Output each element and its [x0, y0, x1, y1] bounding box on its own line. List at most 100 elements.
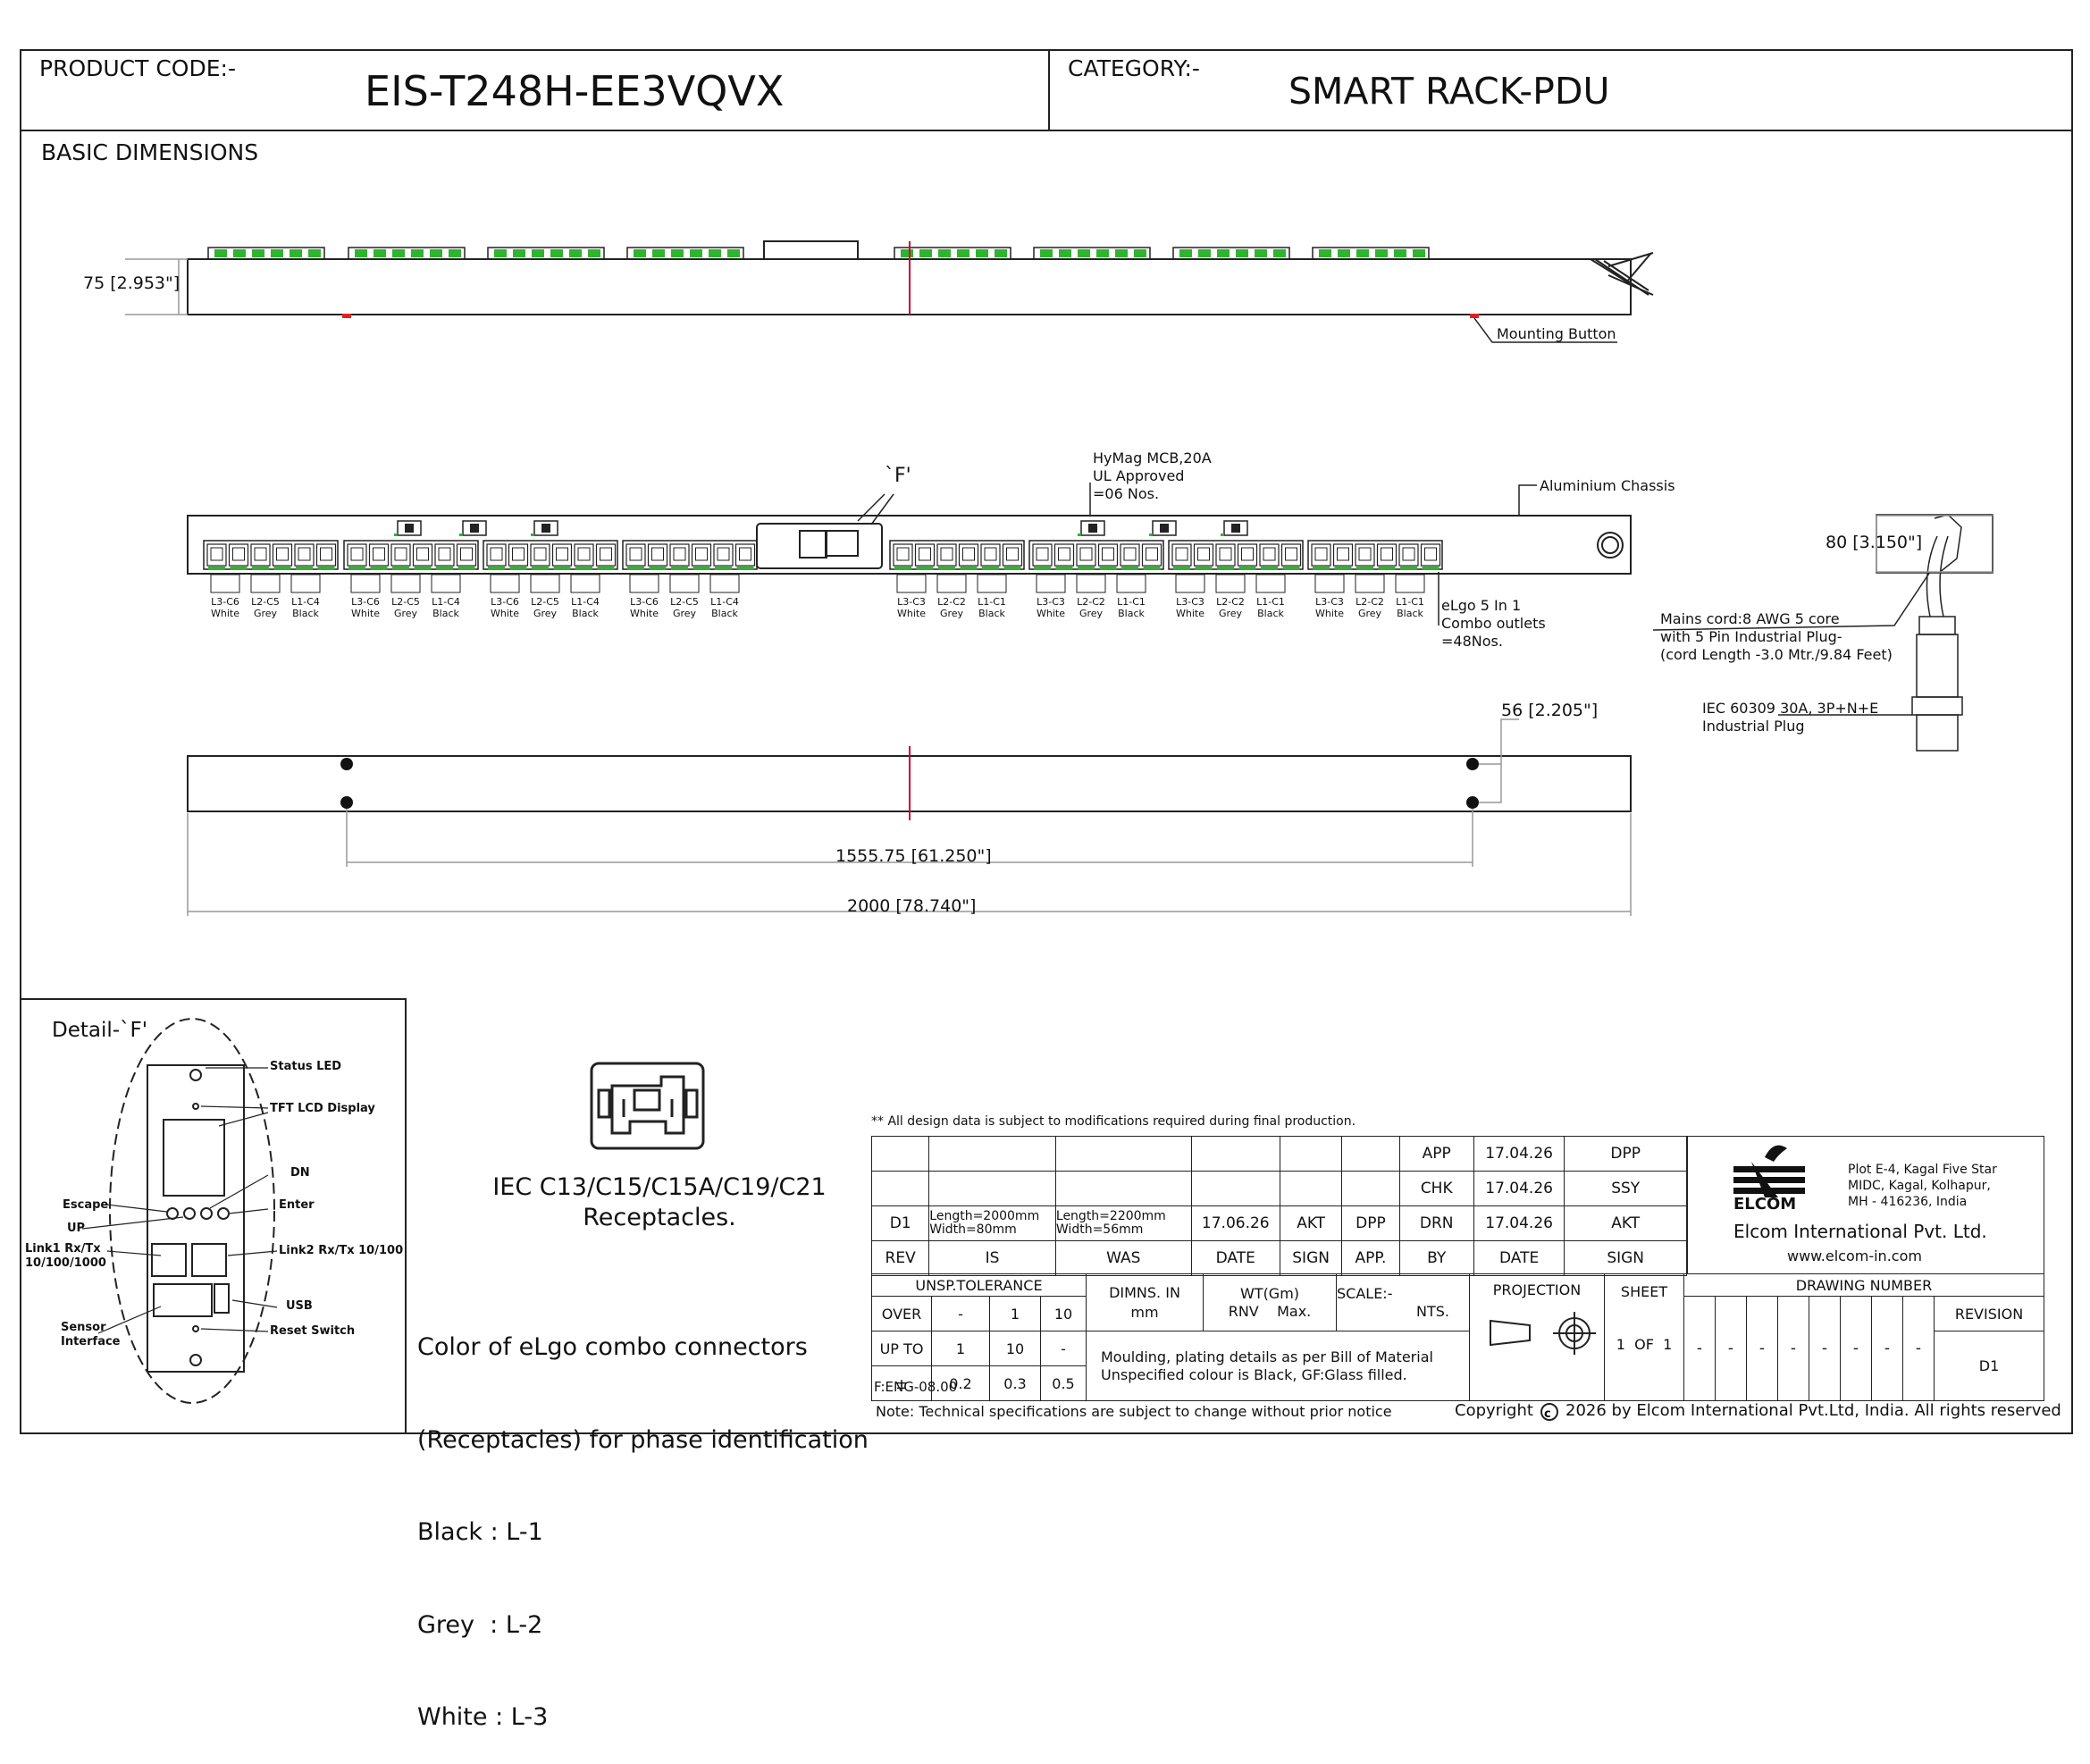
outlet-color: Grey [393, 608, 418, 619]
outlet-color: Grey [1079, 608, 1104, 619]
chk-sign: SSY [1564, 1171, 1687, 1206]
outlet-circuit: L1-C1 [978, 596, 1006, 608]
outlet-color: White [1037, 608, 1065, 619]
mounting-button-right [1470, 314, 1479, 318]
head-rev: REV [870, 1240, 930, 1276]
drawing-number-cell: - [1746, 1296, 1778, 1401]
outlet-color: White [211, 608, 239, 619]
outlet-circuit: L3-C6 [351, 596, 380, 608]
head-sign2: SIGN [1564, 1240, 1687, 1276]
front-outlet-group [889, 540, 1025, 593]
side-outlet-group [894, 247, 1011, 260]
outlet-circuit: L3-C3 [1315, 596, 1344, 608]
height-dimension: 75 [2.953"] [83, 273, 180, 293]
rev-date: 17.06.26 [1190, 1205, 1280, 1241]
drawing-number-cell: - [1777, 1296, 1809, 1401]
side-height-dimension [125, 258, 188, 315]
phase-legend-line: Grey : L-2 [417, 1610, 543, 1639]
outlet-circuit: L2-C2 [1077, 596, 1105, 608]
rear-mount-holes [340, 758, 1479, 809]
upto-value: 1 [931, 1331, 990, 1366]
status-led-label: Status LED [270, 1060, 342, 1073]
outlet-color: Black [978, 608, 1005, 619]
app-sign: DPP [1564, 1136, 1687, 1172]
outlet-circuit: L2-C2 [1356, 596, 1384, 608]
outlet-circuit: L1-C1 [1396, 596, 1424, 608]
moulding-line: Unspecified colour is Black, GF:Glass fi… [1101, 1365, 1407, 1383]
outlet-circuit: L2-C5 [531, 596, 559, 608]
projection-label: PROJECTION [1469, 1273, 1605, 1401]
outlet-color: Grey [1357, 608, 1382, 619]
outlet-circuit: L2-C5 [391, 596, 420, 608]
mcb-note-line: =06 Nos. [1093, 485, 1160, 502]
outlet-circuit: L3-C6 [491, 596, 519, 608]
phase-color-legend: Color of eLgo combo connectors (Receptac… [417, 1271, 869, 1764]
front-outlet-group [1307, 540, 1443, 593]
phase-legend-line: (Receptacles) for phase identification [417, 1425, 869, 1454]
side-outlet-group [1312, 247, 1430, 260]
rev-value: D1 [870, 1205, 930, 1241]
svg-text:c: c [1544, 1407, 1551, 1421]
outlet-circuit: L3-C6 [211, 596, 239, 608]
header-divider [20, 130, 2073, 131]
drawing-number-cell: - [1715, 1296, 1747, 1401]
app-label: APP [1398, 1136, 1474, 1172]
mcb-breaker [394, 520, 422, 536]
side-outlet-group [348, 247, 466, 260]
chk-date: 17.04.26 [1473, 1171, 1565, 1206]
mcb-breaker [1149, 520, 1177, 536]
address-line: Plot E-4, Kagal Five Star [1848, 1163, 1997, 1177]
mounting-button-label: Mounting Button [1497, 325, 1616, 342]
outlet-circuit: L2-C2 [937, 596, 966, 608]
drawing-number-cell: - [1809, 1296, 1841, 1401]
over-value: 1 [989, 1296, 1041, 1331]
drawing-frame [20, 49, 2073, 1434]
tft-label: TFT LCD Display [270, 1102, 375, 1115]
company-address: Plot E-4, Kagal Five Star MIDC, Kagal, K… [1848, 1162, 1997, 1210]
side-outlet-group [1033, 247, 1151, 260]
address-line: MIDC, Kagal, Kolhapur, [1848, 1179, 1991, 1193]
mcb-note-line: HyMag MCB,20A [1093, 449, 1212, 466]
usb-label: USB [286, 1299, 313, 1313]
outlet-color: White [1315, 608, 1344, 619]
outlet-circuit: L2-C2 [1216, 596, 1245, 608]
wt-cell: WT(Gm)RNV Max. [1203, 1273, 1337, 1331]
drawing-number-cell: - [1902, 1296, 1935, 1401]
outlet-circuit: L2-C5 [251, 596, 280, 608]
outlet-color: White [1176, 608, 1204, 619]
outlet-circuit: L1-C4 [291, 596, 320, 608]
drn-sign: AKT [1564, 1205, 1687, 1241]
upto-value: 10 [989, 1331, 1041, 1366]
wt-line: WT(Gm) [1239, 1284, 1300, 1302]
copyright-label: Copyright [1455, 1401, 1533, 1420]
outlet-color: White [491, 608, 519, 619]
design-note: ** All design data is subject to modific… [871, 1114, 1356, 1129]
outlet-color: Black [1257, 608, 1284, 619]
mcb-breaker [459, 520, 487, 536]
upto-value: - [1040, 1331, 1087, 1366]
head-sign: SIGN [1279, 1240, 1343, 1276]
outlet-color: Black [292, 608, 319, 619]
over-value: 10 [1040, 1296, 1087, 1331]
sheet-of: OF [1634, 1336, 1654, 1353]
outlet-color: Grey [253, 608, 278, 619]
mcb-breaker [531, 520, 558, 536]
was-line: Length=2200mm [1055, 1209, 1166, 1223]
outlet-circuit: L3-C3 [897, 596, 926, 608]
cord-note-line: Mains cord:8 AWG 5 core [1660, 610, 1840, 627]
link1-line: 10/100/1000 [25, 1256, 106, 1270]
side-outlet-group [1172, 247, 1290, 260]
pm-value: 0.3 [989, 1365, 1041, 1401]
